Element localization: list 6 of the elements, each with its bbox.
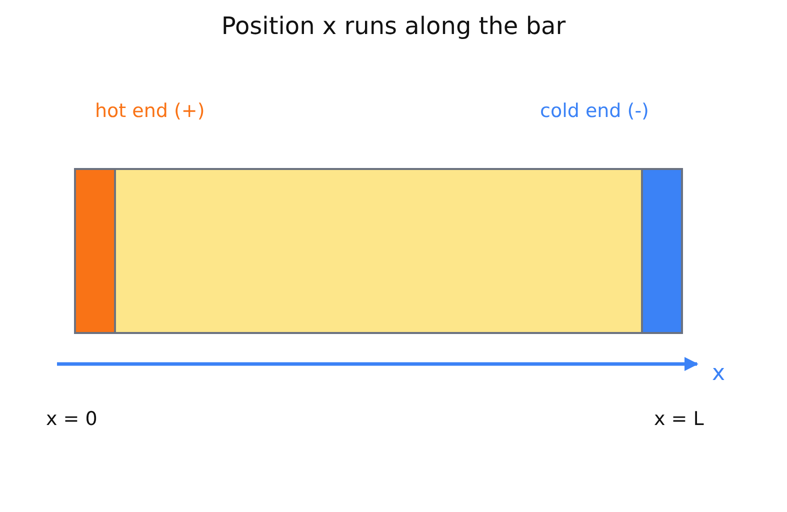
axis-label: x bbox=[712, 361, 726, 388]
position-label: x = L bbox=[654, 408, 704, 431]
title: Position x runs along the bar bbox=[220, 11, 567, 42]
end-label: hot end (+) bbox=[95, 100, 205, 123]
position-label: x = 0 bbox=[46, 408, 98, 431]
end-label: cold end (-) bbox=[540, 100, 649, 123]
